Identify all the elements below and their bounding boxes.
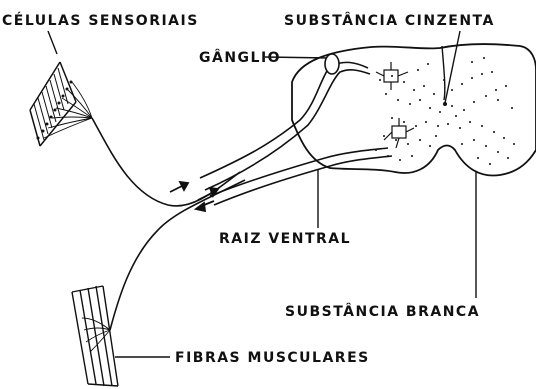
sensory-cells-strip xyxy=(30,62,92,146)
motor-nerve-fiber xyxy=(110,180,245,330)
ganglion xyxy=(325,54,339,74)
central-canal xyxy=(443,102,447,106)
leader-sensory-cells xyxy=(48,31,57,54)
label-sensory-cells: CÉLULAS SENSORIAIS xyxy=(2,12,199,29)
leader-grey-matter xyxy=(445,31,460,103)
muscle-fibers xyxy=(72,286,118,386)
dorsal-fissure xyxy=(442,46,445,100)
grey-matter-stipple xyxy=(375,57,515,165)
nerve-roots xyxy=(200,62,392,205)
label-grey-matter: SUBSTÂNCIA CINZENTA xyxy=(284,12,495,29)
label-muscle-fibers: FIBRAS MUSCULARES xyxy=(175,350,370,366)
label-white-matter: SUBSTÂNCIA BRANCA xyxy=(285,303,480,320)
motor-neuron xyxy=(384,118,414,148)
label-ventral-root: RAIZ VENTRAL xyxy=(219,231,351,247)
